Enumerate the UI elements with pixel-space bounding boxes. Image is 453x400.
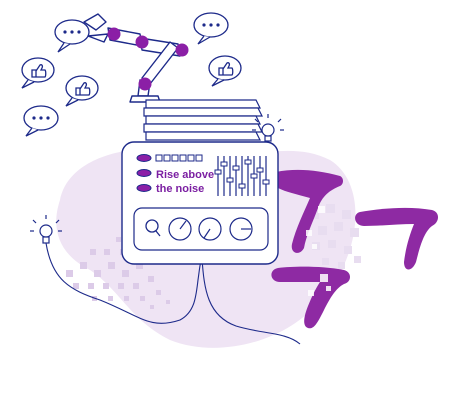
ellipsis-bubble-icon — [23, 105, 59, 137]
ellipsis-bubble-icon — [193, 12, 229, 45]
ellipsis-bubble-icon — [54, 19, 90, 53]
thumbs-up-bubble-icon — [208, 55, 242, 87]
brush-strokes — [271, 169, 438, 329]
headline-line-1: Rise above — [156, 169, 214, 181]
slider-knobs — [214, 159, 270, 189]
indicator-squares — [155, 154, 203, 162]
machine: Rise above the noise — [121, 141, 279, 265]
lightbulb-icon — [30, 215, 62, 244]
thumbs-up-bubble-icon — [21, 57, 55, 89]
thumbs-up-bubble-icon — [65, 75, 99, 107]
lightbulb-icon — [252, 114, 284, 142]
search-icon — [145, 219, 161, 237]
accordion-bellows — [143, 99, 263, 141]
cables — [45, 242, 301, 345]
brush-flecks — [306, 206, 331, 296]
dial-icon — [229, 217, 253, 241]
robot-joints — [107, 27, 189, 91]
dial-icon — [198, 217, 222, 241]
coin-stack-icon — [136, 154, 152, 192]
dial-icon — [168, 217, 192, 241]
headline-line-2: the noise — [156, 183, 204, 195]
